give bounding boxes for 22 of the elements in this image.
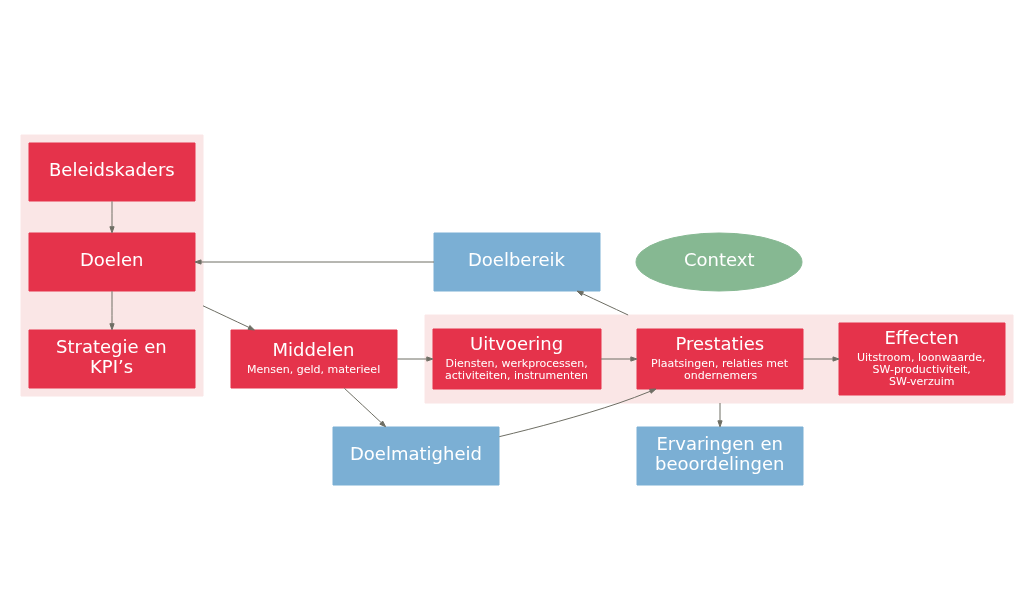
node-box: Beleidskaders (28, 142, 196, 201)
node-box: Strategie en KPI’s (28, 329, 196, 388)
node-box: Doelmatigheid (332, 426, 500, 485)
node-box: Middelen Mensen, geld, materieel (230, 329, 398, 388)
node-ellipse: Context (635, 232, 803, 291)
arrow (109, 200, 115, 233)
node-box: Ervaringen en beoordelingen (636, 426, 804, 485)
node-box: Uitvoering Diensten, werkprocessen, activiteiten, instrumenten (432, 328, 602, 389)
arrow (109, 290, 115, 330)
arrow (396, 355, 434, 362)
arrow (343, 387, 387, 427)
arrow (202, 304, 255, 330)
node-box: Effecten Uitstroom, loonwaarde, SW-productiviteit, SW-verzuim (838, 322, 1006, 395)
node-box: Doelbereik (433, 232, 601, 291)
node-box: Prestaties Plaatsingen, relaties met ondernemers (636, 328, 804, 389)
arrow (600, 355, 638, 362)
arrow (576, 290, 629, 315)
arrow (498, 388, 657, 437)
arrow (717, 402, 723, 427)
arrow (802, 355, 840, 362)
node-box: Doelen (28, 232, 196, 291)
arrow (194, 258, 435, 265)
